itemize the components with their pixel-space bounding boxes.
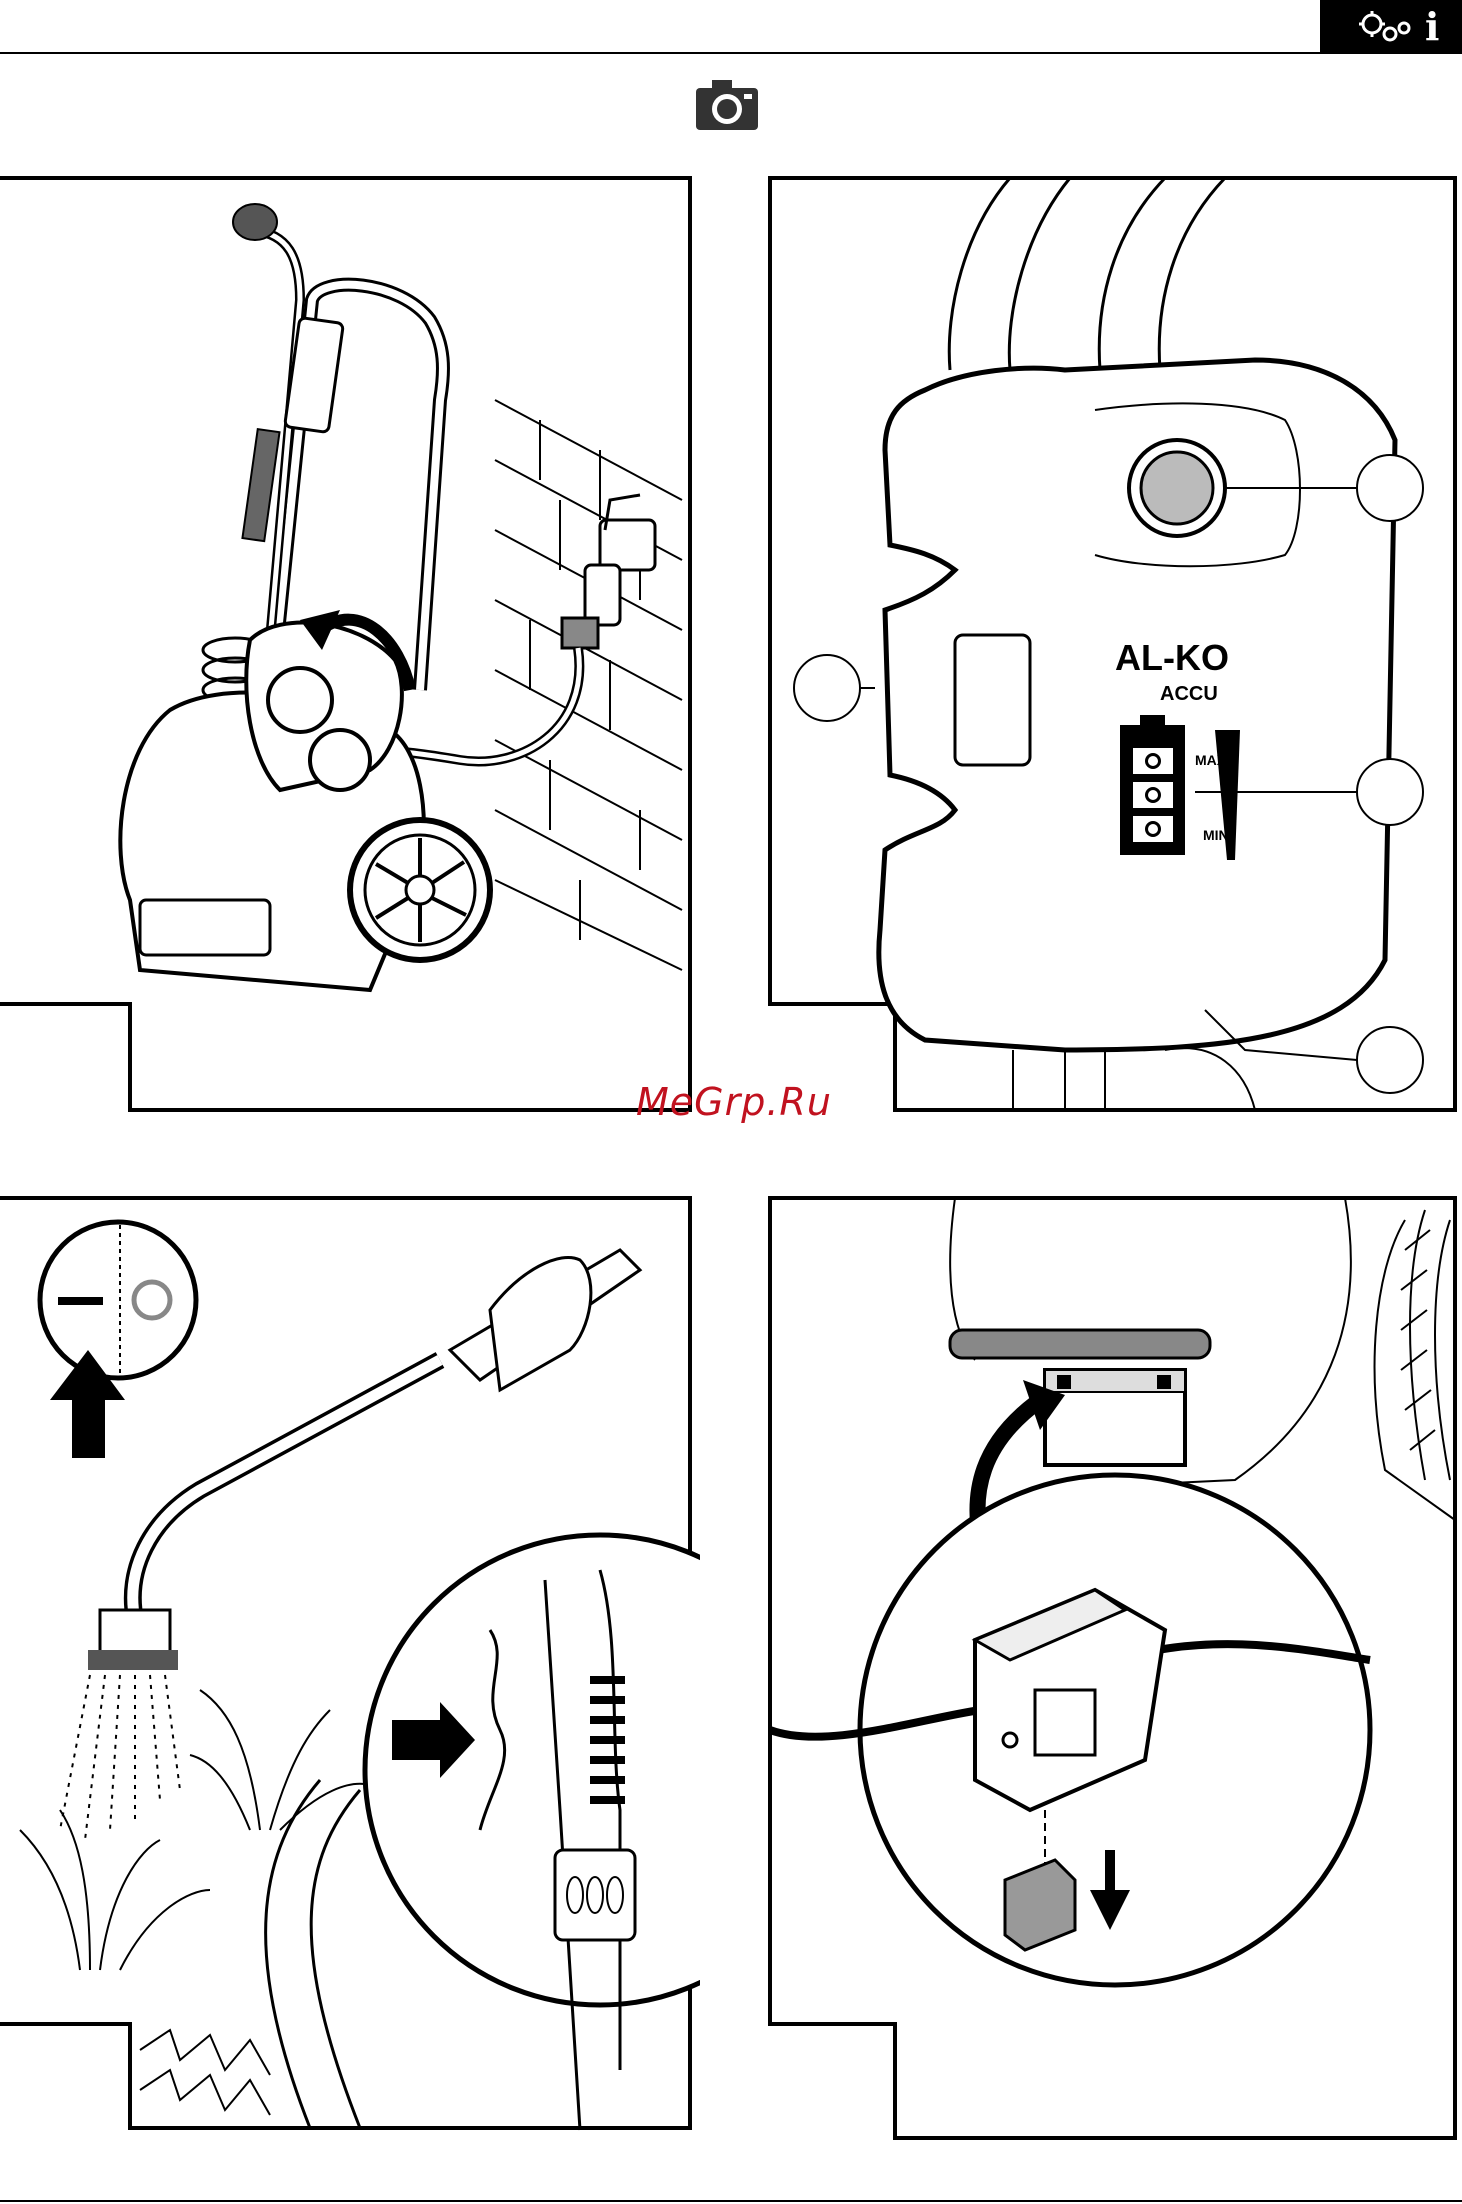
panel-spray-lance	[0, 1190, 700, 2140]
detail-zoom-circle	[365, 1535, 700, 2005]
callout-circle-2	[1357, 759, 1423, 825]
sub-brand-label: ACCU	[1160, 683, 1218, 705]
camera-icon	[696, 80, 758, 130]
callout-circle-4	[1357, 1027, 1423, 1093]
panel-control-unit: AL-KO ACCU MAX MIN	[765, 170, 1462, 1120]
callout-circle-1	[1357, 455, 1423, 521]
info-icon: i	[1425, 4, 1439, 49]
brand-label: AL-KO	[1115, 637, 1229, 678]
panel-battery-fuse	[765, 1190, 1462, 2150]
callout-circle-3	[794, 655, 860, 721]
section-badge: i	[1320, 0, 1462, 54]
footer-rule	[0, 2200, 1462, 2202]
gears-icon	[1320, 0, 1462, 54]
header-rule	[0, 52, 1320, 54]
watermark: MeGrp.Ru	[636, 1080, 832, 1124]
min-label: MIN	[1203, 827, 1229, 843]
max-label: MAX	[1195, 752, 1227, 768]
panel-trolley-tap	[0, 170, 700, 1120]
